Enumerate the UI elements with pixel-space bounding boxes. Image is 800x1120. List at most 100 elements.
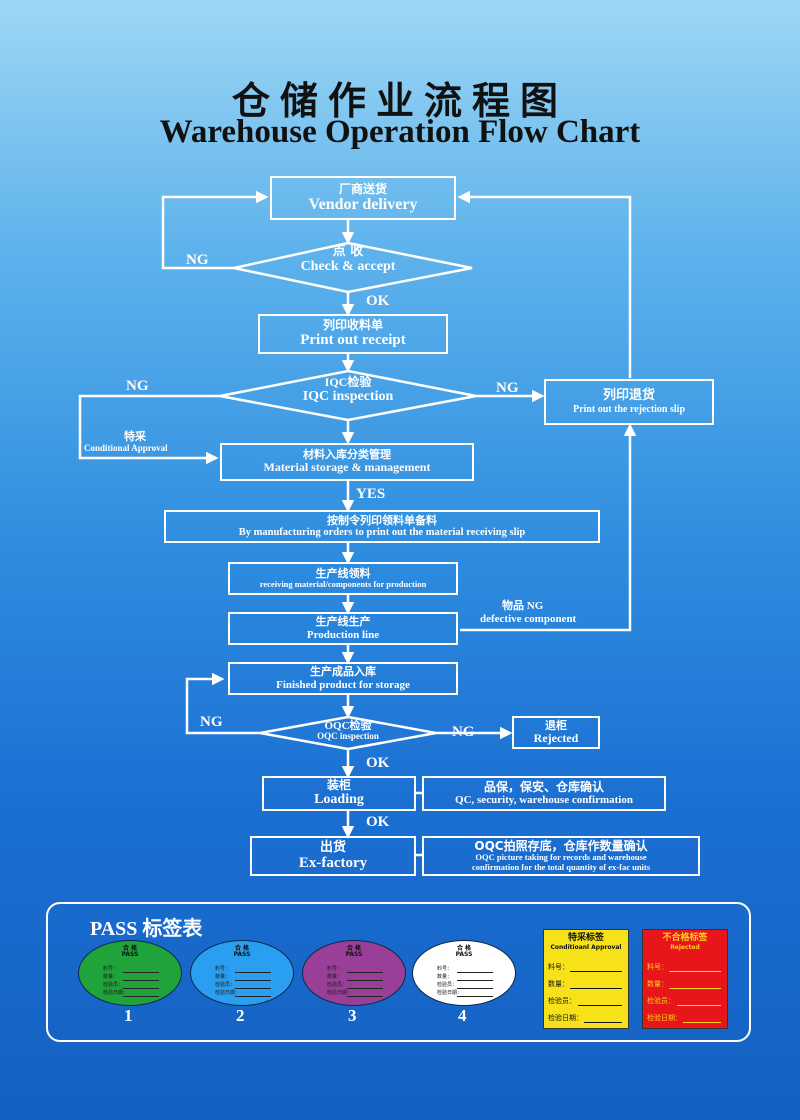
pass-oval-field-line (347, 980, 383, 981)
loading-note-en: QC, security, warehouse confirmation (455, 794, 633, 807)
iqc-ng-left-label: NG (126, 378, 149, 394)
card-field-line (677, 1005, 721, 1006)
pass-oval-title-en: PASS (233, 951, 251, 959)
pass-oval-field-line (235, 996, 271, 997)
pass-oval-field-line (123, 972, 159, 973)
oqc-cn: OQC检验 (324, 720, 372, 732)
pass-oval-field-line (123, 980, 159, 981)
loading-note-box: 品保，保安、仓库确认 QC, security, warehouse confi… (422, 776, 666, 811)
oqc-ok-label: OK (366, 755, 390, 771)
iqc-ng-right-label: NG (496, 380, 519, 396)
check-accept-text: 点 收 Check & accept (270, 244, 426, 275)
receiving-material-box: 生产线领料 receiving material/components for … (228, 562, 458, 595)
oqc-text: OQC检验 OQC inspection (288, 720, 408, 742)
pass-oval-field-label: 数量： (103, 974, 119, 980)
pass-oval-title-en: PASS (455, 951, 473, 959)
card-field-label: 检验员： (548, 997, 576, 1005)
pass-oval-field-label: 检验日期： (437, 990, 463, 996)
pass-oval-field-line (347, 972, 383, 973)
oqc-ng-right-label: NG (452, 724, 475, 740)
production-line-box: 生产线生产 Production line (228, 612, 458, 645)
card-field-line (570, 971, 622, 972)
receiving-material-en: receiving material/components for produc… (259, 578, 427, 589)
pass-oval-field-label: 检验员： (215, 982, 236, 988)
ex-factory-note-en2: confirmation for the total quantity of e… (471, 861, 651, 872)
conditional-cn-label: 特采 (124, 431, 146, 443)
pass-oval-field-label: 检验日期： (103, 990, 129, 996)
card-field-label: 检验员： (647, 997, 675, 1005)
pass-label-panel (46, 902, 751, 1042)
pass-oval-field-line (457, 996, 493, 997)
pass-oval-field-line (235, 972, 271, 973)
pass-oval-field-line (235, 980, 271, 981)
oqc-ng-left-label: NG (200, 714, 223, 730)
card-field-label: 检验日期： (647, 1014, 682, 1022)
pass-oval-title-cn: 合 格 (122, 945, 138, 952)
rejection-slip-box: 列印退货 Print out the rejection slip (544, 379, 714, 425)
pass-oval-field-label: 检验员： (103, 982, 124, 988)
card-field-label: 检验日期： (548, 1014, 583, 1022)
loading-box: 装柜 Loading (262, 776, 416, 811)
production-line-cn: 生产线生产 (315, 615, 371, 629)
pass-oval-field-label: 数量： (215, 974, 231, 980)
pass-oval-field-line (235, 988, 271, 989)
pass-oval-field-label: 数量： (327, 974, 343, 980)
iqc-cn: IQC检验 (324, 375, 372, 389)
loading-note-cn: 品保，保安、仓库确认 (483, 779, 604, 794)
pass-oval-number: 2 (236, 1006, 245, 1025)
defective-cn-label: 物品 NG (502, 600, 544, 612)
rejected-label: 不合格标签 Rejected 料号：数量：检验员：检验日期： (642, 929, 728, 1029)
material-storage-cn: 材料入库分类管理 (303, 448, 391, 462)
ex-factory-note-box: OQC拍照存底，仓库作数量确认 OQC picture taking for r… (422, 836, 700, 876)
vendor-delivery-box: 厂商送货 Vendor delivery (270, 176, 456, 220)
check-accept-cn: 点 收 (332, 244, 364, 259)
pass-oval-title-en: PASS (345, 951, 363, 959)
iqc-text: IQC检验 IQC inspection (270, 375, 426, 405)
finished-product-en: Finished product for storage (276, 678, 410, 691)
ex-factory-note-cn: OQC拍照存底，仓库作数量确认 (474, 839, 648, 854)
production-line-en: Production line (306, 628, 380, 641)
ex-factory-en: Ex-factory (298, 854, 368, 871)
material-storage-en: Material storage & management (263, 460, 431, 475)
check-accept-en: Check & accept (300, 259, 396, 275)
pass-oval-field-line (457, 972, 493, 973)
pass-oval-field-label: 数量： (437, 974, 453, 980)
card-field-line (584, 1022, 622, 1023)
ex-factory-note-en1: OQC picture taking for records and wareh… (475, 852, 647, 863)
pass-oval-field-label: 检验员： (437, 982, 458, 988)
card-field-label: 数量： (647, 980, 668, 988)
card-field-line (578, 1005, 622, 1006)
card-field-line (570, 988, 622, 989)
pass-oval-field-label: 料号： (103, 966, 119, 972)
pass-oval-title-cn: 合 格 (346, 945, 362, 952)
finished-product-box: 生产成品入库 Finished product for storage (228, 662, 458, 695)
iqc-diamond (219, 369, 477, 422)
pass-oval-field-label: 料号： (437, 966, 453, 972)
rejection-slip-en: Print out the rejection slip (572, 403, 686, 415)
card-field-line (669, 988, 721, 989)
title-chinese: 仓储作业流程图 (231, 78, 568, 123)
loading-ok-label: OK (366, 814, 390, 830)
loading-en: Loading (314, 792, 364, 808)
finished-product-cn: 生产成品入库 (310, 665, 376, 679)
pass-oval-title-cn: 合 格 (234, 945, 250, 952)
pass-oval-field-line (123, 988, 159, 989)
check-ng-label: NG (186, 252, 209, 268)
loading-cn: 装柜 (326, 778, 351, 793)
receiving-slip-en: By manufacturing orders to print out the… (238, 526, 526, 538)
print-receipt-en: Print out receipt (300, 332, 406, 349)
card-field-label: 料号： (647, 963, 668, 971)
rejected-en: Rejected (533, 730, 579, 745)
ex-factory-cn: 出货 (319, 839, 346, 855)
oqc-diamond (259, 715, 437, 751)
oqc-en: OQC inspection (317, 731, 379, 742)
iqc-en: IQC inspection (302, 389, 394, 405)
